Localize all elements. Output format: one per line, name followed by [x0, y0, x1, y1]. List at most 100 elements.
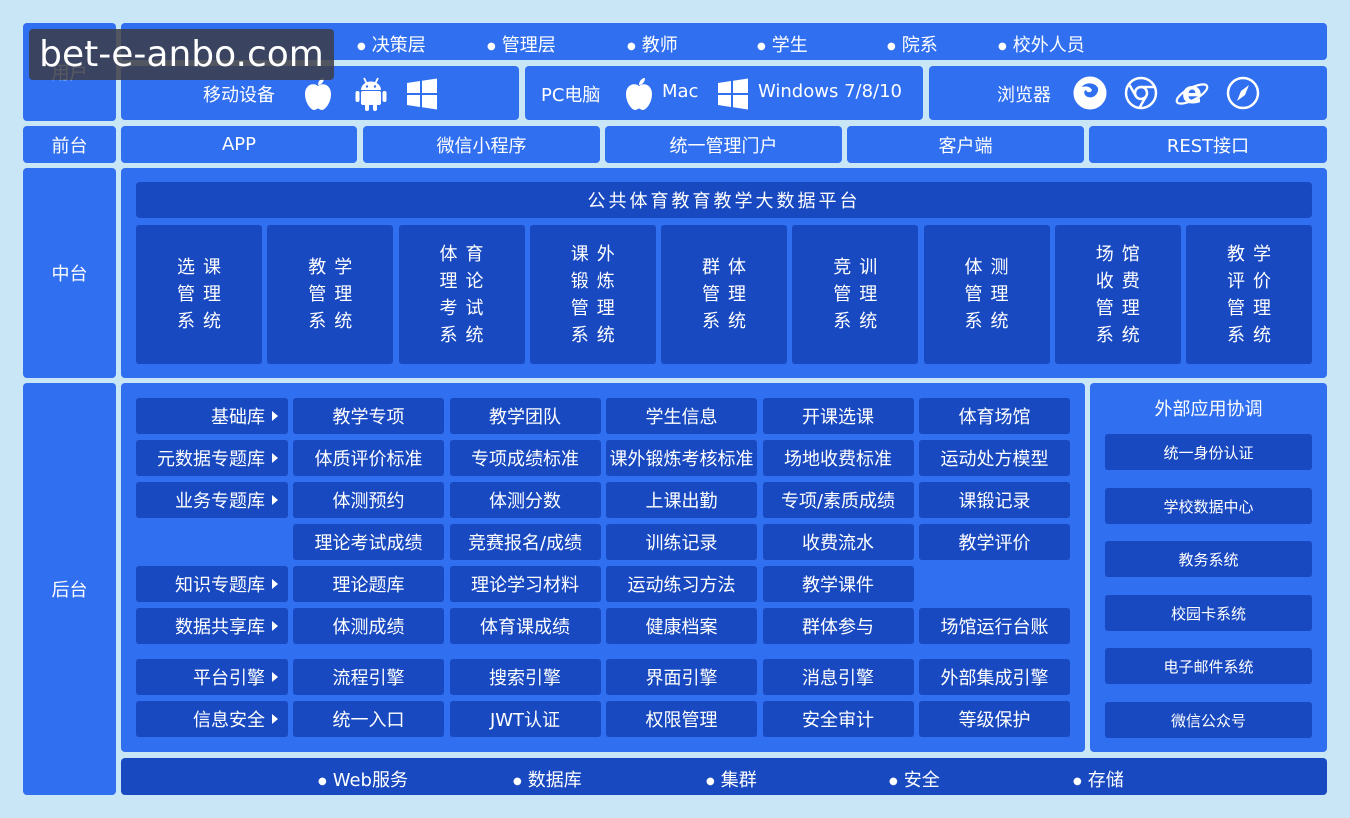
- backend-cell: 健康档案: [606, 608, 757, 644]
- backend-cell: 教学课件: [762, 566, 914, 602]
- backend-category-label: 知识专题库: [136, 566, 288, 602]
- windows-label: Windows 7/8/10: [758, 81, 903, 102]
- backend-category-text: 知识专题库: [175, 575, 265, 596]
- backend-cell-text: 开课选课: [802, 407, 874, 428]
- system-box-line: 系统: [702, 311, 754, 332]
- backend-category-text: 基础库: [211, 407, 265, 428]
- backend-cell: 体育课成绩: [449, 608, 601, 644]
- system-box-line: 竞训: [833, 257, 886, 278]
- backend-cell: 教学评价: [919, 524, 1070, 560]
- backend-cell-text: 运动练习方法: [627, 575, 736, 596]
- backend-category-label: 平台引擎: [136, 659, 288, 695]
- system-box-line: 管理: [1227, 297, 1279, 319]
- system-box-line: 系统: [308, 311, 361, 332]
- browser-label: 浏览器: [997, 85, 1051, 106]
- svg-text:e: e: [1182, 76, 1202, 111]
- frontend-item-client: 客户端: [847, 126, 1084, 163]
- system-box-line: 系统: [1095, 324, 1148, 346]
- backend-cell: 体测预约: [293, 482, 444, 518]
- backend-cell-text: 教学评价: [958, 533, 1031, 554]
- system-box-line: 体育: [439, 243, 492, 265]
- platform-title: 公共体育教育教学大数据平台: [136, 182, 1312, 218]
- system-box-line: 理论: [439, 270, 492, 292]
- external-app-text: 电子邮件系统: [1163, 657, 1254, 676]
- backend-cell-text: 等级保护: [958, 710, 1031, 731]
- external-app-item: 统一身份认证: [1105, 434, 1312, 470]
- backend-cell: 流程引擎: [293, 659, 444, 695]
- apple-icon: [305, 78, 331, 110]
- backend-cell: 体测分数: [449, 482, 601, 518]
- backend-cell: 训练记录: [606, 524, 757, 560]
- backend-cell-text: 课外锻炼考核标准: [609, 449, 754, 470]
- backend-cell-text: 专项成绩标准: [471, 449, 579, 470]
- backend-cell: 竞赛报名/成绩: [449, 524, 601, 560]
- backend-cell-text: 场地收费标准: [784, 449, 892, 470]
- external-apps-title: 外部应用协调: [1154, 399, 1263, 420]
- arrow-right-icon: [272, 714, 278, 724]
- backend-cell: 专项成绩标准: [449, 440, 601, 476]
- infra-item: Web服务: [318, 766, 408, 792]
- arrow-right-icon: [272, 621, 278, 631]
- system-box: 群体管理系统: [661, 225, 787, 364]
- backend-cell-text: 专项/素质成绩: [780, 491, 896, 512]
- system-box-line: 评价: [1227, 270, 1279, 292]
- device-group-pc: PC电脑 Mac Windows 7/8/10: [525, 66, 923, 120]
- backend-category-text: 业务专题库: [175, 491, 265, 512]
- frontend-item-rest: REST接口: [1089, 126, 1327, 163]
- external-app-item: 教务系统: [1105, 541, 1312, 577]
- system-box-line: 体测: [964, 257, 1017, 278]
- system-box-line: 场馆: [1095, 243, 1148, 265]
- backend-cell-text: 体测预约: [332, 491, 405, 512]
- backend-category-label: 数据共享库: [136, 608, 288, 644]
- system-box: 课外锻炼管理系统: [529, 225, 656, 364]
- infrastructure-bar: Web服务 数据库 集群 安全 存储: [121, 758, 1327, 795]
- system-box-line: 系统: [833, 311, 886, 332]
- frontend-item-wechat-miniprogram: 微信小程序: [363, 126, 600, 163]
- backend-cell: 外部集成引擎: [919, 659, 1070, 695]
- backend-cell: 运动处方模型: [919, 440, 1070, 476]
- backend-cell: 统一入口: [293, 701, 444, 737]
- backend-cell-text: 安全审计: [802, 710, 874, 731]
- backend-cell: 收费流水: [762, 524, 914, 560]
- watermark: bet-e-anbo.com: [29, 29, 334, 80]
- system-box-line: 系统: [964, 311, 1017, 332]
- role-item: 学生: [757, 31, 808, 57]
- infra-item: 存储: [1073, 766, 1124, 792]
- system-box-line: 系统: [1227, 324, 1279, 346]
- mac-label: Mac: [662, 81, 699, 102]
- backend-cell: JWT认证: [449, 701, 601, 737]
- backend-cell: 权限管理: [606, 701, 757, 737]
- backend-cell-text: 教学专项: [332, 407, 405, 428]
- side-label-frontend: 前台: [23, 126, 116, 163]
- infra-item: 数据库: [513, 766, 582, 792]
- android-icon: [355, 77, 387, 111]
- backend-cell-text: 竞赛报名/成绩: [467, 533, 583, 554]
- role-item: 校外人员: [998, 31, 1085, 57]
- backend-cell-text: 健康档案: [645, 617, 718, 638]
- frontend-item-portal: 统一管理门户: [605, 126, 842, 163]
- windows-icon: [718, 78, 748, 110]
- windows-icon: [407, 78, 437, 110]
- side-label-backend: 后台: [23, 383, 116, 795]
- system-box: 教学评价管理系统: [1186, 225, 1312, 364]
- backend-cell-text: 群体参与: [802, 617, 874, 638]
- system-box-line: 管理: [1095, 297, 1148, 319]
- backend-cell-text: 理论考试成绩: [314, 533, 423, 554]
- external-app-text: 微信公众号: [1170, 711, 1246, 730]
- external-app-text: 统一身份认证: [1163, 443, 1254, 462]
- external-app-item: 校园卡系统: [1105, 595, 1312, 631]
- system-box-line: 系统: [439, 324, 492, 346]
- side-label-middle: 中台: [23, 168, 116, 378]
- system-box-line: 管理: [308, 284, 361, 305]
- backend-cell: 安全审计: [762, 701, 914, 737]
- backend-cell-text: JWT认证: [489, 710, 561, 731]
- backend-cell: 专项/素质成绩: [762, 482, 914, 518]
- system-box-line: 管理: [964, 284, 1017, 305]
- backend-cell: 学生信息: [606, 398, 757, 434]
- backend-cell: 课锻记录: [919, 482, 1070, 518]
- system-box-line: 锻炼: [570, 270, 623, 292]
- backend-cell-text: 教学课件: [802, 575, 874, 596]
- system-box: 体测管理系统: [923, 225, 1050, 364]
- backend-cell-text: 理论学习材料: [471, 575, 579, 596]
- firefox-icon: [1073, 76, 1107, 110]
